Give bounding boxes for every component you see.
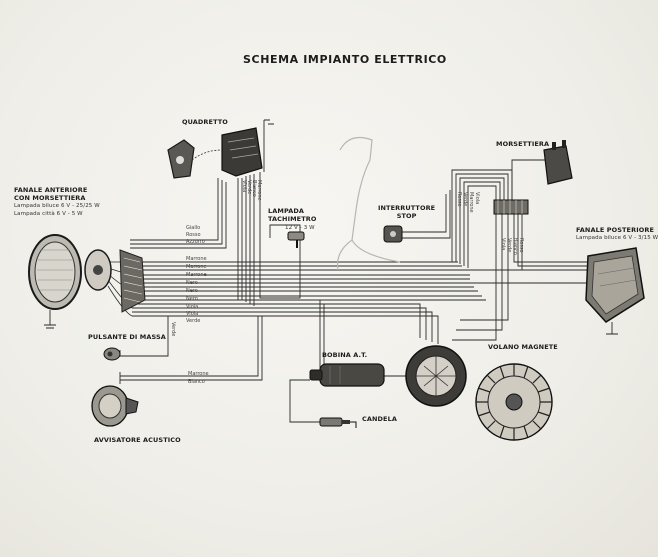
switch-panel-icon [167,127,263,179]
front-light-icon [28,234,112,310]
wire-label: Verde [170,322,176,337]
wire-label: Giallo [186,225,201,231]
spark-plug-icon [319,417,357,428]
horn-icon [91,385,139,427]
wire-label: Marrone [256,180,262,201]
speedo-lamp-icon [287,231,305,248]
wire-label: Viola [474,192,480,205]
stop-switch-label: INTERRUTTORE STOP [378,204,436,220]
wire-label: Marrone [186,264,207,270]
diagram-title: SCHEMA IMPIANTO ELETTRICO [243,53,447,66]
wire-label: Verde [186,318,201,324]
spark-plug-label: CANDELA [362,415,397,423]
speedo-lamp-label: LAMPADA TACHIMETRO [268,207,317,223]
switch-panel-label: QUADRETTO [182,118,228,126]
stator-icon [405,345,467,407]
flywheel-icon [475,363,553,441]
wire-label: Marrone [188,371,209,377]
frame-outline [336,137,401,271]
flywheel-label: VOLANO MAGNETE [488,343,558,351]
rear-light-label: FANALE POSTERIORE Lampada biluce 6 V - 3… [576,226,658,242]
terminal-block-label: MORSETTIERA [496,140,550,148]
terminal-block-icon [543,140,573,185]
rear-light-spec: Lampada biluce 6 V - 3/15 W [576,235,658,241]
wire-label: Nero [186,288,198,294]
wire-label: Nero [186,296,198,302]
wire-label: Nero [186,280,198,286]
coil-label: BOBINA A.T. [322,351,368,359]
ground-button-label: PULSANTE DI MASSA [88,333,166,341]
ground-button-icon [103,347,121,361]
wire-label: Rosso [186,232,201,238]
front-light-spec-1: Lampada biluce 6 V - 25/25 W [14,203,100,209]
wire-label: Bianco [188,379,205,385]
wire-label: Azzurro [186,239,205,245]
wire-label: Marrone [186,256,207,262]
horn-label: AVVISATORE ACUSTICO [94,436,181,444]
speedo-lamp-spec: 12 V - 3 W [285,225,315,231]
wire-label: Viola [186,304,199,310]
wire-label: Viola [186,311,199,317]
central-connector-icon [493,199,529,215]
rear-light-icon [585,247,645,323]
ignition-coil-icon [309,363,385,387]
front-light-spec-2: Lampada città 6 V - 5 W [14,211,83,217]
front-light-label: FANALE ANTERIORE CON MORSETTIERA Lampada… [14,186,100,218]
stop-switch-icon [383,225,403,243]
wire-label: Rosso [518,238,524,253]
rear-light-name: FANALE POSTERIORE [576,226,654,234]
wire-harness [44,119,618,423]
wire-label: Marrone [186,272,207,278]
front-junction-icon [119,249,146,313]
front-light-name: FANALE ANTERIORE CON MORSETTIERA [14,186,88,202]
